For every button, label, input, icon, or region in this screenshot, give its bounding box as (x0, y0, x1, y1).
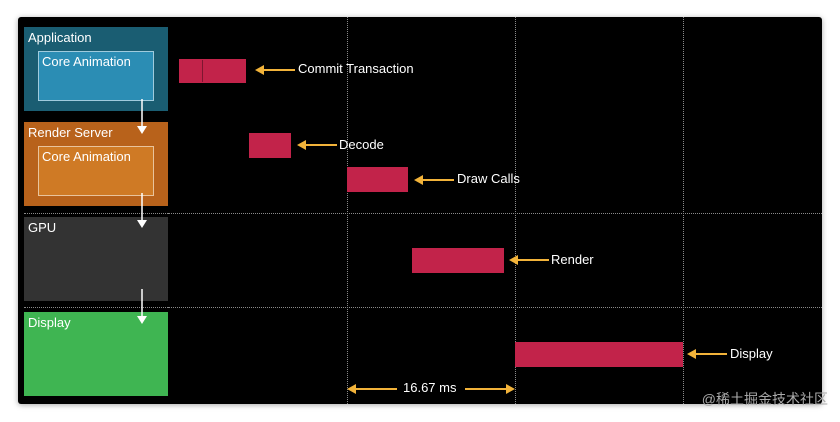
frame-boundary-line-2 (515, 17, 516, 404)
flow-arrow-down-icon (137, 289, 147, 324)
flow-arrow-down-icon (137, 193, 147, 228)
display-stage: Display (24, 312, 168, 396)
render-bar (412, 248, 504, 273)
frame-boundary-line-1 (347, 17, 348, 404)
render-server-core-animation-box: Core Animation (38, 146, 154, 196)
render-server-stage: Render Server Core Animation (24, 122, 168, 206)
commit-transaction-bar (179, 59, 246, 83)
render-server-core-animation-label: Core Animation (42, 149, 131, 164)
commit-transaction-label: Commit Transaction (298, 61, 414, 76)
commit-transaction-arrow-icon (255, 65, 295, 75)
interval-arrow-left-icon (347, 384, 397, 394)
lane-separator-gpu (168, 213, 822, 214)
draw-calls-arrow-icon (414, 175, 454, 185)
interval-arrow-right-icon (465, 384, 515, 394)
display-arrow-icon (687, 349, 727, 359)
decode-label: Decode (339, 137, 384, 152)
application-core-animation-box: Core Animation (38, 51, 154, 101)
lane-separator-display (168, 307, 822, 308)
bar-divider (202, 60, 203, 82)
gpu-stage: GPU (24, 217, 168, 301)
application-stage: Application Core Animation (24, 27, 168, 111)
decode-bar (249, 133, 291, 158)
frame-interval-label: 16.67 ms (403, 380, 457, 395)
frame-boundary-line-3 (683, 17, 684, 404)
draw-calls-label: Draw Calls (457, 171, 520, 186)
render-label: Render (551, 252, 594, 267)
lane-separator-gpu-left (24, 213, 168, 214)
watermark: @稀土掘金技术社区 (701, 391, 828, 407)
application-label: Application (28, 30, 92, 45)
decode-arrow-icon (297, 140, 337, 150)
display-step-label: Display (730, 346, 773, 361)
flow-arrow-down-icon (137, 99, 147, 134)
display-bar (515, 342, 683, 367)
render-server-label: Render Server (28, 125, 113, 140)
render-arrow-icon (509, 255, 549, 265)
application-core-animation-label: Core Animation (42, 54, 131, 69)
draw-calls-bar (347, 167, 408, 192)
diagram-canvas: Application Core Animation Render Server… (18, 17, 822, 404)
lane-separator-display-left (24, 307, 168, 308)
gpu-label: GPU (28, 220, 57, 235)
display-label: Display (28, 315, 71, 330)
